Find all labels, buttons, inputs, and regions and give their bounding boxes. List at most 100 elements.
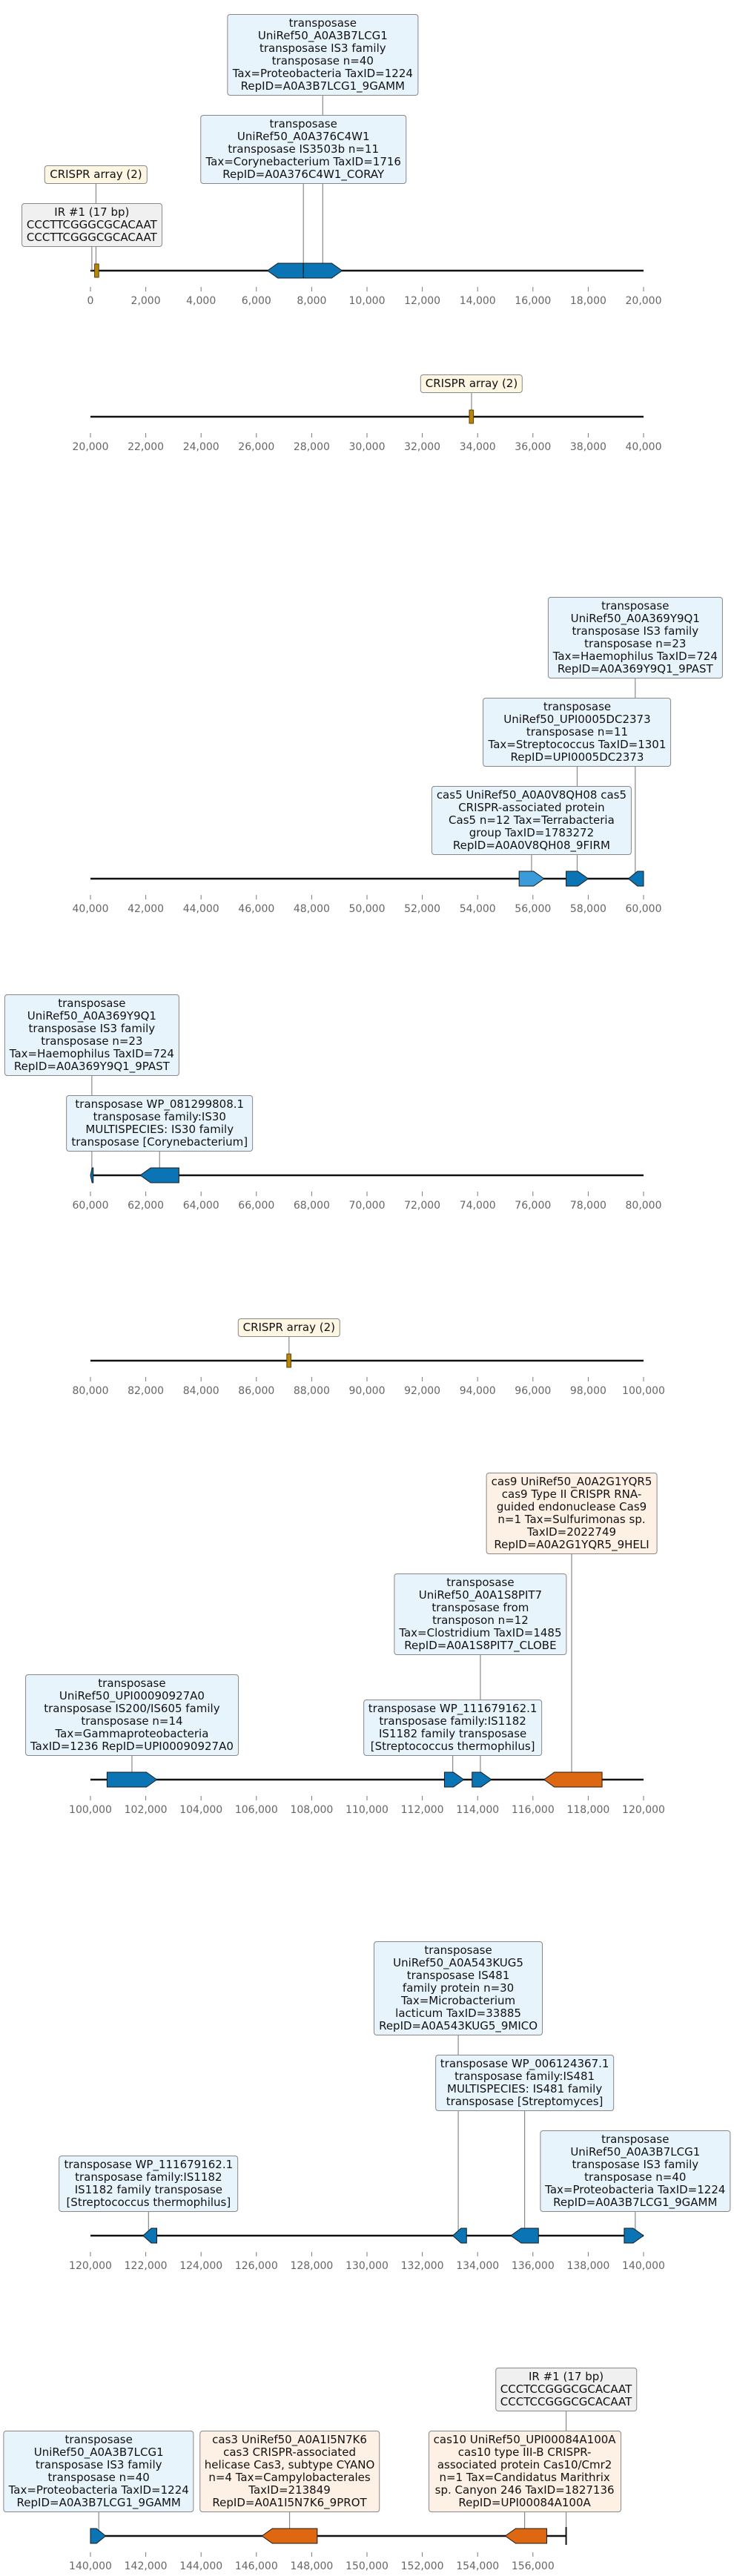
- feature-label: CRISPR array (2): [237, 1318, 341, 1337]
- axis-tick-label: 104,000: [179, 1804, 222, 1816]
- axis-tick-label: 80,000: [73, 1385, 109, 1397]
- feature-label: cas3 UniRef50_A0A1I5N7K6 cas3 CRISPR-ass…: [199, 2431, 380, 2512]
- axis-tick-label: 74,000: [460, 1200, 496, 1212]
- transposase-gene-arrow: [443, 1771, 465, 1788]
- axis-tick-label: 4,000: [186, 295, 216, 307]
- axis-tick-label: 120,000: [69, 2260, 112, 2272]
- track-svg: 0 2,000 4,000 6,000 8,000 10,000 12,000 14,000 1…: [87, 96, 662, 307]
- feature-label: CRISPR array (2): [420, 374, 523, 393]
- transposase-gene-arrow: [90, 2528, 107, 2544]
- axis-tick-label: 90,000: [349, 1385, 386, 1397]
- feature-label: transposase UniRef50_A0A3B7LCG1 transpos…: [540, 2130, 731, 2212]
- axis-tick-label: 2,000: [131, 295, 161, 307]
- transposase-gene-arrow: [472, 1771, 492, 1788]
- axis-tick-label: 60,000: [626, 903, 662, 915]
- axis-tick-label: 14,000: [460, 295, 496, 307]
- feature-label: transposase WP_111679162.1 transposase f…: [59, 2156, 239, 2212]
- transposase-gene-arrow: [510, 2227, 539, 2244]
- axis-tick-label: 84,000: [183, 1385, 219, 1397]
- axis-tick-label: 102,000: [125, 1804, 168, 1816]
- track-svg: 20,000 22,000 24,000 26,000 28,000 30,000 32,0…: [73, 393, 662, 453]
- transposase-gene-arrow: [627, 871, 644, 887]
- axis-tick-label: 36,000: [515, 441, 551, 453]
- axis-tick-label: 10,000: [349, 295, 386, 307]
- axis-tick-label: 88,000: [294, 1385, 330, 1397]
- axis-tick-label: 26,000: [238, 441, 274, 453]
- feature-label: transposase UniRef50_A0A1S8PIT7 transpos…: [394, 1573, 567, 1655]
- axis-tick-label: 72,000: [404, 1200, 440, 1212]
- axis-tick-label: 140,000: [69, 2560, 112, 2572]
- axis-tick-label: 100,000: [69, 1804, 112, 1816]
- axis-tick-label: 30,000: [349, 441, 386, 453]
- axis-tick-label: 76,000: [515, 1200, 551, 1212]
- crispr-array-mark: [286, 1353, 291, 1368]
- axis-tick-label: 100,000: [622, 1385, 665, 1397]
- axis-tick-label: 0: [87, 295, 94, 307]
- transposase-gene-arrow: [624, 2227, 644, 2244]
- feature-label: transposase WP_081299808.1 transposase f…: [66, 1095, 254, 1152]
- axis-tick-label: 46,000: [238, 903, 274, 915]
- feature-label: transposase WP_111679162.1 transposase f…: [363, 1700, 543, 1756]
- feature-label: cas10 UniRef50_UPI00084A100A cas10 type …: [428, 2431, 621, 2512]
- axis-tick-label: 48,000: [294, 903, 330, 915]
- axis-tick-label: 28,000: [294, 441, 330, 453]
- axis-tick-label: 6,000: [242, 295, 271, 307]
- transposase-gene-arrow: [266, 262, 304, 279]
- axis-tick-label: 118,000: [566, 1804, 609, 1816]
- axis-tick-label: 68,000: [294, 1200, 330, 1212]
- axis-tick-label: 152,000: [401, 2560, 444, 2572]
- axis-tick-label: 42,000: [128, 903, 164, 915]
- axis-tick-label: 124,000: [179, 2260, 222, 2272]
- axis-tick-label: 66,000: [238, 1200, 274, 1212]
- axis-tick-label: 20,000: [73, 441, 109, 453]
- feature-label: transposase UniRef50_A0A3B7LCG1 transpos…: [227, 14, 418, 96]
- feature-label: cas9 UniRef50_A0A2G1YQR5 cas9 Type II CR…: [486, 1473, 658, 1554]
- axis-tick-label: 38,000: [570, 441, 606, 453]
- axis-tick-label: 24,000: [183, 441, 219, 453]
- feature-label: transposase UniRef50_UPI00090927A0 trans…: [25, 1674, 239, 1756]
- axis-tick-label: 8,000: [297, 295, 326, 307]
- axis-tick-label: 78,000: [570, 1200, 606, 1212]
- axis-tick-label: 92,000: [404, 1385, 440, 1397]
- axis-tick-label: 12,000: [404, 295, 440, 307]
- axis-tick-label: 146,000: [235, 2560, 278, 2572]
- axis-tick-label: 40,000: [73, 903, 109, 915]
- axis-tick-label: 94,000: [460, 1385, 496, 1397]
- axis-tick-label: 56,000: [515, 903, 551, 915]
- axis-tick-label: 142,000: [125, 2560, 168, 2572]
- transposase-gene-arrow: [302, 262, 343, 279]
- track-panel: 20,000 22,000 24,000 26,000 28,000 30,000 32,0…: [0, 374, 734, 482]
- axis-tick-label: 70,000: [349, 1200, 386, 1212]
- axis-tick-label: 50,000: [349, 903, 386, 915]
- axis-tick-label: 64,000: [183, 1200, 219, 1212]
- axis-tick-label: 136,000: [512, 2260, 555, 2272]
- axis-tick-label: 106,000: [235, 1804, 278, 1816]
- axis-tick-label: 40,000: [626, 441, 662, 453]
- axis-tick-label: 148,000: [290, 2560, 333, 2572]
- axis-tick-label: 98,000: [570, 1385, 606, 1397]
- feature-label: transposase UniRef50_A0A3B7LCG1 transpos…: [3, 2431, 194, 2512]
- crispr-array-mark: [94, 263, 99, 278]
- axis-tick-label: 128,000: [290, 2260, 333, 2272]
- axis-tick-label: 22,000: [128, 441, 164, 453]
- transposase-gene-arrow: [452, 2227, 467, 2244]
- cas-gene-arrow: [261, 2528, 318, 2544]
- feature-label: CRISPR array (2): [44, 165, 148, 184]
- feature-label: transposase UniRef50_A0A369Y9Q1 transpos…: [4, 994, 179, 1076]
- axis-tick-label: 18,000: [570, 295, 606, 307]
- axis-tick-label: 138,000: [566, 2260, 609, 2272]
- axis-tick-label: 108,000: [290, 1804, 333, 1816]
- axis-tick-label: 80,000: [626, 1200, 662, 1212]
- axis-tick-label: 116,000: [512, 1804, 555, 1816]
- transposase-gene-arrow: [106, 1771, 158, 1788]
- axis-tick-label: 132,000: [401, 2260, 444, 2272]
- feature-label: IR #1 (17 bp) CCCTTCGGGCGCACAAT CCCTTCGG…: [21, 203, 162, 247]
- axis-tick-label: 120,000: [622, 1804, 665, 1816]
- axis-tick-label: 32,000: [404, 441, 440, 453]
